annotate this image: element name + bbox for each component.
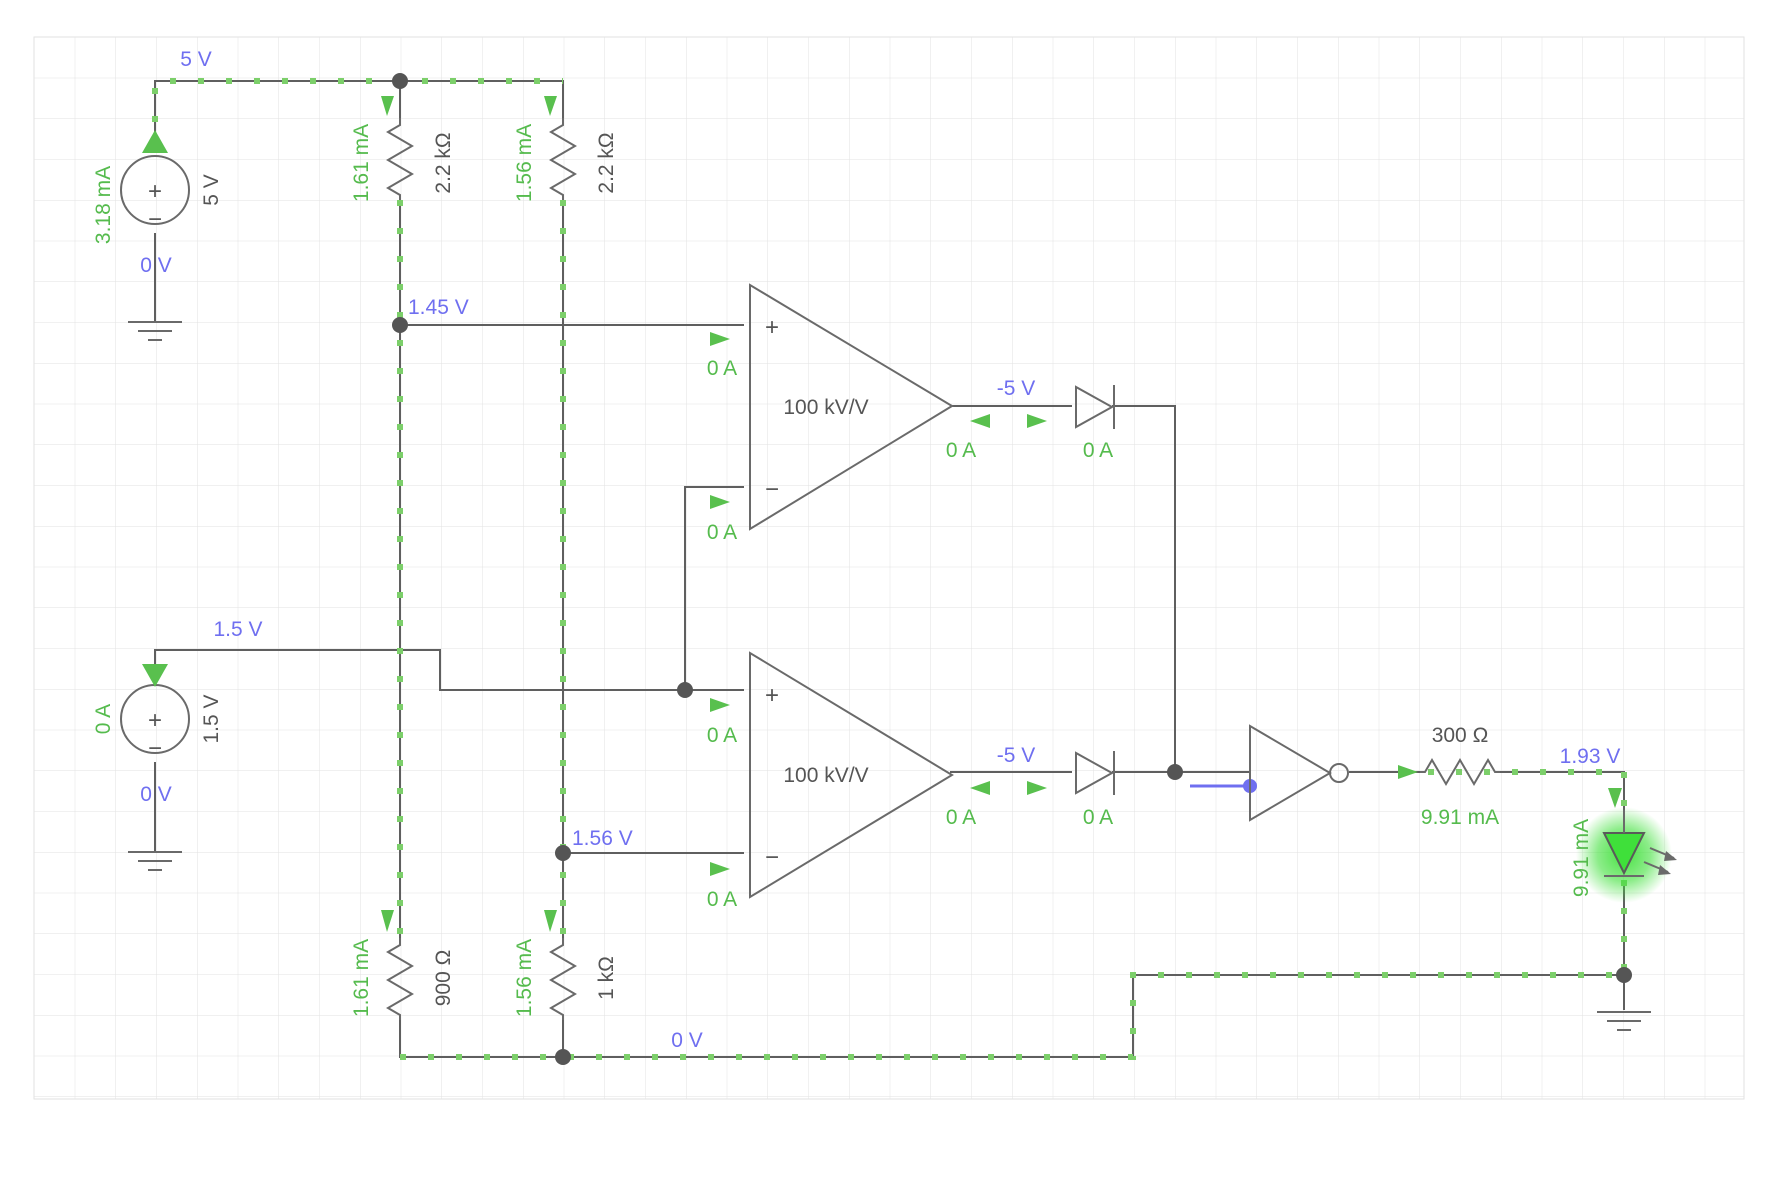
source-5v-current: 3.18 mA — [92, 166, 115, 244]
voltage-source-1-5v[interactable]: + − 1.5 V 0 A 1.5 V 0 V — [92, 618, 263, 806]
resistor-r2-current: 1.56 mA — [513, 124, 536, 202]
current-arrow — [1027, 781, 1047, 795]
resistor-r2-value: 2.2 kΩ — [595, 132, 618, 193]
opamp-minus-sign: − — [765, 844, 779, 871]
source-minus-sign: − — [148, 206, 162, 233]
source-5v-top-voltage: 5 V — [180, 48, 212, 71]
diode-1-current: 0 A — [1083, 439, 1113, 462]
current-arrow — [544, 96, 557, 116]
diode-2[interactable]: 0 A — [1027, 751, 1115, 829]
junction-nodes — [392, 73, 1632, 1065]
resistor-r3-value: 900 Ω — [432, 950, 455, 1007]
opamp-plus-sign: + — [765, 314, 779, 341]
opamp-2-gain: 100 kV/V — [783, 764, 868, 787]
source-1-5v-value: 1.5 V — [200, 694, 223, 743]
opamp-2-output-current: 0 A — [946, 806, 976, 829]
node-voltage-label: 1.56 V — [572, 827, 633, 850]
node-voltage-label: 0 V — [671, 1029, 703, 1052]
ground-symbol — [1597, 1011, 1651, 1031]
opamp-1[interactable]: + − 100 kV/V 0 A 0 A -5 V 0 A — [707, 283, 1036, 544]
source-plus-sign: + — [148, 178, 162, 205]
opamp-1-output-voltage: -5 V — [997, 377, 1036, 400]
current-arrow — [710, 862, 730, 876]
node-voltage-label: 1.45 V — [408, 296, 469, 319]
led[interactable]: 9.91 mA — [1570, 788, 1677, 903]
ground-symbol — [128, 321, 182, 341]
opamp-1-output-current: 0 A — [946, 439, 976, 462]
resistor-r5[interactable]: 300 Ω 9.91 mA — [1398, 724, 1500, 829]
voltage-source-5v[interactable]: + − 5 V 3.18 mA 5 V 0 V — [92, 48, 223, 277]
resistor-r1-value: 2.2 kΩ — [432, 132, 455, 193]
ground-symbol — [128, 851, 182, 871]
current-arrow — [544, 910, 557, 932]
resistor-r4-value: 1 kΩ — [595, 956, 618, 1000]
inverter-gate[interactable] — [1249, 724, 1349, 822]
opamp-2[interactable]: + − 100 kV/V 0 A 0 A -5 V 0 A — [707, 651, 1036, 911]
opamp-plus-sign: + — [765, 682, 779, 709]
resistor-r1[interactable]: 2.2 kΩ 1.61 mA — [350, 96, 455, 202]
resistor-r5-current: 9.91 mA — [1421, 806, 1499, 829]
source-1-5v-current: 0 A — [92, 704, 115, 734]
opamp-2-minus-current: 0 A — [707, 888, 737, 911]
node-voltage-label: 1.93 V — [1560, 745, 1621, 768]
source-1-5v-bottom-voltage: 0 V — [140, 783, 172, 806]
current-arrow — [710, 698, 730, 712]
diode-1[interactable]: 0 A — [1027, 385, 1115, 462]
source-1-5v-top-voltage: 1.5 V — [213, 618, 262, 641]
current-arrow — [710, 332, 730, 346]
opamp-2-output-voltage: -5 V — [997, 744, 1036, 767]
current-arrow — [1027, 414, 1047, 428]
resistor-r2[interactable]: 2.2 kΩ 1.56 mA — [513, 96, 618, 202]
current-arrow — [1398, 765, 1418, 779]
diode-2-current: 0 A — [1083, 806, 1113, 829]
opamp-2-plus-current: 0 A — [707, 724, 737, 747]
opamp-1-plus-current: 0 A — [707, 357, 737, 380]
opamp-minus-sign: − — [765, 476, 779, 503]
grid-background — [33, 36, 1745, 1100]
opamp-1-gain: 100 kV/V — [783, 396, 868, 419]
current-arrow — [142, 130, 168, 153]
resistor-r3-current: 1.61 mA — [350, 939, 373, 1017]
resistor-r3[interactable]: 900 Ω 1.61 mA — [350, 910, 455, 1020]
current-arrow — [710, 495, 730, 509]
current-arrow — [1608, 788, 1622, 808]
resistor-r5-value: 300 Ω — [1432, 724, 1489, 747]
resistor-r1-current: 1.61 mA — [350, 124, 373, 202]
current-flow — [152, 78, 1627, 1060]
source-5v-bottom-voltage: 0 V — [140, 254, 172, 277]
source-minus-sign: − — [148, 735, 162, 762]
source-plus-sign: + — [148, 707, 162, 734]
resistor-r4-current: 1.56 mA — [513, 939, 536, 1017]
current-arrow — [970, 781, 990, 795]
current-arrow — [142, 664, 168, 687]
resistor-r4[interactable]: 1 kΩ 1.56 mA — [513, 910, 618, 1020]
current-arrow — [970, 414, 990, 428]
source-5v-value: 5 V — [200, 174, 223, 206]
opamp-1-minus-current: 0 A — [707, 521, 737, 544]
current-arrow — [381, 96, 394, 116]
led-current: 9.91 mA — [1570, 819, 1593, 897]
current-arrow — [381, 910, 394, 932]
